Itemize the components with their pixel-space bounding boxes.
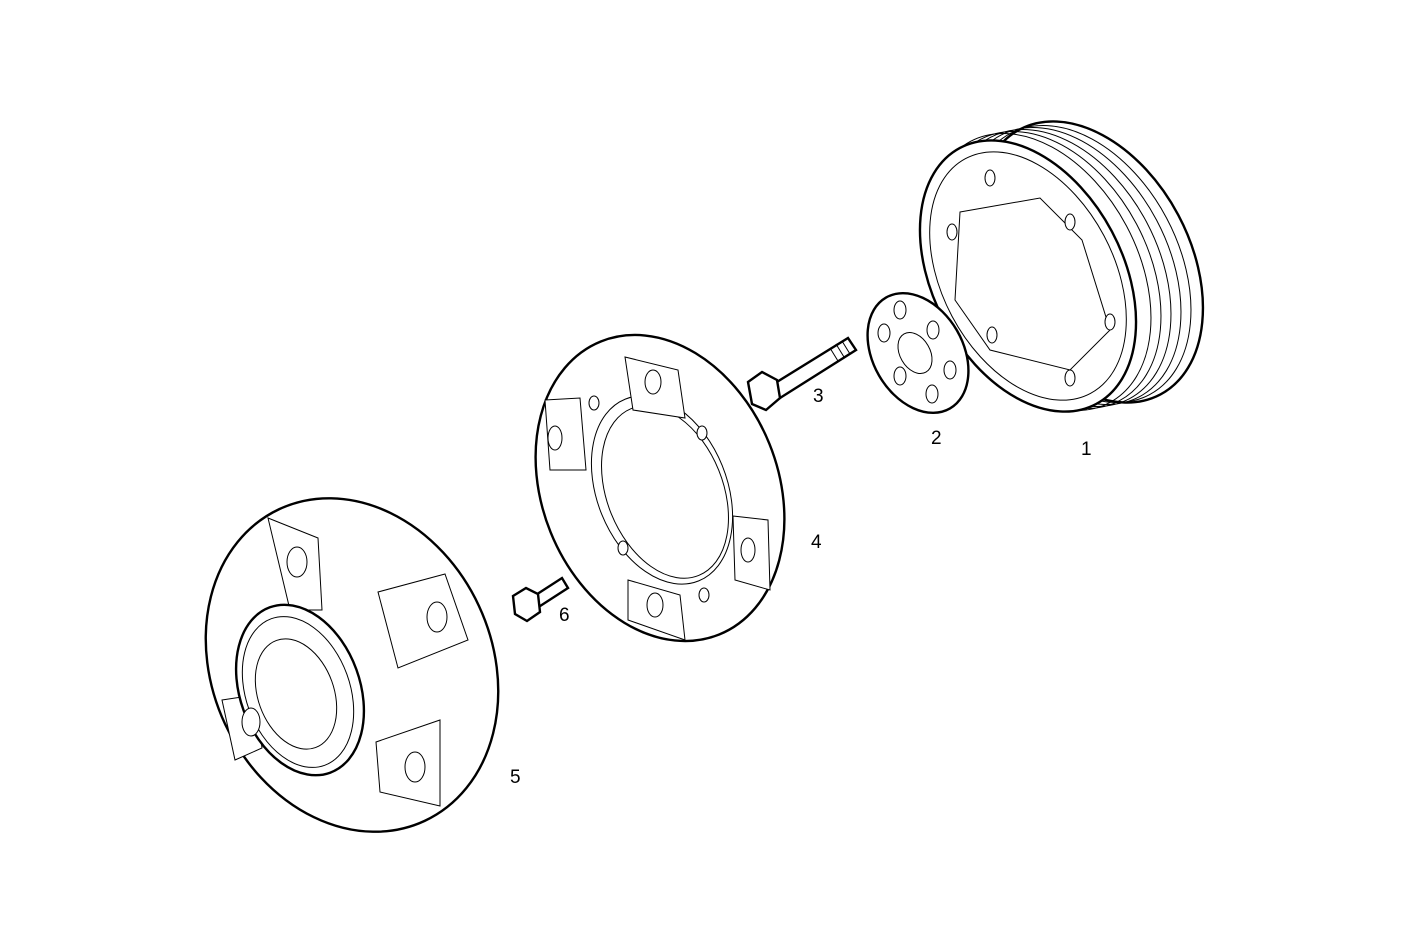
callout-6: 6 bbox=[559, 605, 570, 626]
callout-5: 5 bbox=[510, 767, 521, 788]
callout-3: 3 bbox=[813, 386, 824, 407]
part-6-short-bolt[interactable] bbox=[511, 576, 570, 623]
callout-4: 4 bbox=[811, 532, 822, 553]
part-2-disc-washer[interactable] bbox=[847, 275, 989, 431]
callout-2: 2 bbox=[931, 428, 942, 449]
part-5-coupling[interactable] bbox=[152, 450, 551, 880]
part-1-pulley[interactable] bbox=[876, 83, 1249, 449]
callout-1: 1 bbox=[1081, 439, 1092, 460]
part-4-flange[interactable] bbox=[491, 297, 828, 678]
part-3-long-bolt[interactable] bbox=[746, 336, 858, 412]
